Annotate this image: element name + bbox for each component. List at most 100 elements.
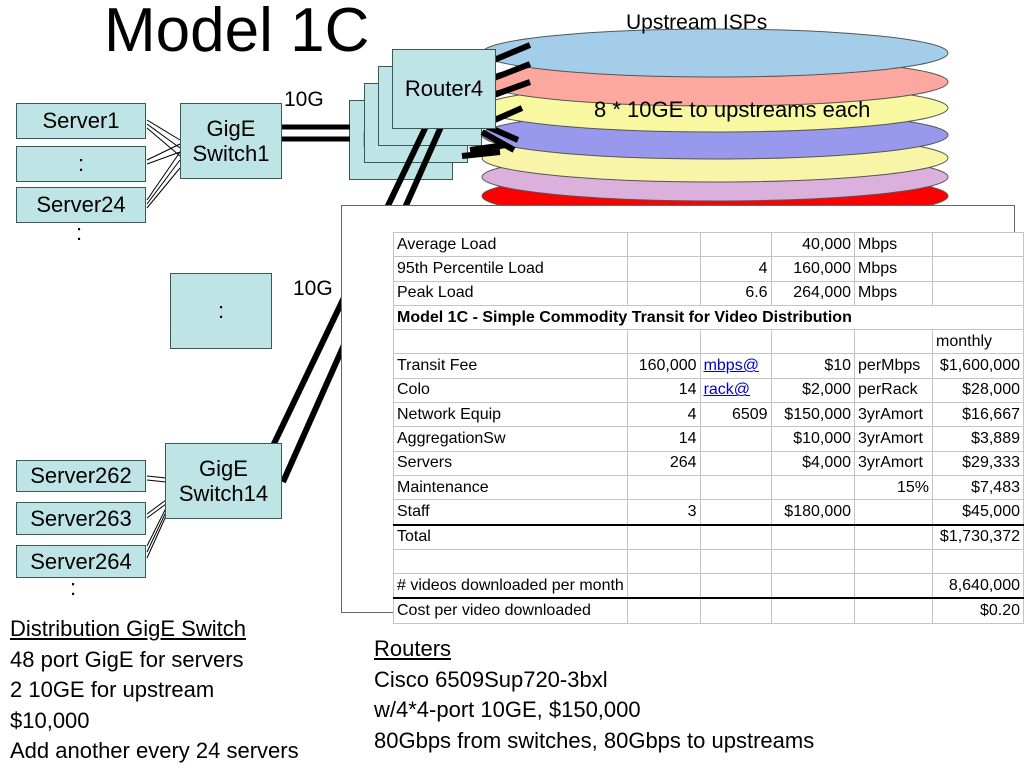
table-cell: perMbps — [854, 353, 933, 379]
table-cell: mbps@ — [699, 353, 772, 379]
trunk-switch1 — [282, 124, 350, 142]
table-cell: 14 — [626, 426, 701, 452]
table-cell — [770, 329, 856, 355]
table-cell — [770, 548, 856, 575]
table-cell: 160,000 — [626, 353, 701, 379]
table-cell — [626, 280, 701, 306]
server-24[interactable]: Server24 — [16, 187, 146, 223]
switch-notes-line: 2 10GE for upstream — [10, 677, 215, 702]
table-cell: Colo — [393, 377, 628, 404]
table-cell: $1,730,372 — [932, 523, 1024, 550]
gige-switch-14[interactable]: GigE Switch14 — [165, 443, 282, 519]
table-row: monthly — [393, 329, 1024, 355]
table-cell — [932, 256, 1024, 282]
switch-notes-line: Add another every 24 servers — [10, 738, 299, 763]
table-cell — [626, 523, 701, 550]
table-cell: $4,000 — [770, 450, 856, 476]
switch-placeholder-label: : — [217, 298, 225, 324]
table-cell: 3yrAmort — [854, 450, 933, 476]
server-264[interactable]: Server264 — [16, 545, 146, 578]
table-cell: Staff — [393, 499, 628, 526]
table-cell: Mbps — [854, 231, 933, 258]
table-cell — [626, 474, 701, 501]
table-cell — [699, 548, 772, 575]
router-4-label: Router4 — [404, 76, 484, 102]
upstream-note: 8 * 10GE to upstreams each — [594, 97, 871, 122]
table-cell: 4 — [699, 256, 772, 282]
server-placeholder[interactable]: : — [16, 146, 146, 182]
table-cell: $2,000 — [770, 377, 856, 404]
table-cell — [854, 329, 933, 355]
link-label-mid: 10G — [293, 277, 333, 300]
table-cell: 8,640,000 — [932, 573, 1024, 599]
table-cell: rack@ — [699, 377, 772, 404]
table-cell: 15% — [854, 474, 933, 501]
table-cell: Maintenance — [393, 474, 628, 501]
server-placeholder-label: : — [77, 151, 85, 177]
table-cell: AggregationSw — [393, 426, 628, 452]
switch-notes-line: 48 port GigE for servers — [10, 646, 244, 672]
gige-switch-1[interactable]: GigE Switch1 — [180, 103, 282, 179]
table-cell: Cost per video downloaded — [393, 597, 628, 624]
router-notes-line: 80Gbps from switches, 80Gbps to upstream… — [374, 727, 815, 753]
page-title: Model 1C — [104, 0, 370, 65]
table-cell — [626, 329, 701, 355]
table-cell: $0.20 — [932, 597, 1024, 624]
gige-switch-14-label: GigE Switch14 — [178, 455, 269, 506]
table-cell: 6.6 — [699, 280, 772, 306]
table-cell — [854, 573, 933, 599]
table-cell: 6509 — [699, 402, 772, 428]
router-notes: Routers Cisco 6509Sup720-3bxl w/4*4-port… — [374, 634, 814, 756]
table-cell: Servers — [393, 450, 628, 476]
table-cell — [770, 597, 856, 624]
switch-notes-line: $10,000 — [10, 707, 90, 733]
router-4[interactable]: Router4 — [392, 49, 496, 129]
table-cell: Average Load — [393, 231, 628, 258]
server-262[interactable]: Server262 — [16, 460, 146, 492]
table-cell — [626, 597, 701, 624]
table-cell: monthly — [932, 329, 1024, 355]
table-row: Cost per video downloaded $0.20 — [393, 597, 1024, 624]
table-cell — [626, 573, 701, 599]
table-cell — [932, 548, 1024, 575]
server-264-label: Server264 — [30, 548, 132, 574]
table-cell — [626, 256, 701, 282]
server-263[interactable]: Server263 — [16, 502, 146, 535]
table-cell — [932, 280, 1024, 306]
table-cell: 3yrAmort — [854, 402, 933, 428]
switch-placeholder[interactable]: : — [170, 273, 272, 349]
table-cell — [932, 231, 1024, 258]
table-cell: $1,600,000 — [932, 353, 1024, 379]
server-1-label: Server1 — [42, 108, 120, 134]
table-cell — [626, 548, 701, 575]
server-263-label: Server263 — [30, 505, 132, 531]
table-cell: 264,000 — [770, 280, 856, 306]
table-cell: $45,000 — [932, 499, 1024, 526]
server-1[interactable]: Server1 — [16, 103, 146, 139]
table-cell — [699, 231, 772, 258]
table-cell — [770, 474, 856, 501]
table-cell: $10 — [770, 353, 856, 379]
server-links-bottom — [146, 475, 167, 559]
link-label-top: 10G — [284, 88, 324, 111]
table-cell: 3 — [626, 499, 701, 526]
table-cell: $29,333 — [932, 450, 1024, 476]
table-cell: Mbps — [854, 280, 933, 306]
table-cell: 14 — [626, 377, 701, 404]
table-row — [393, 548, 1024, 575]
table-cell — [393, 329, 628, 355]
table-cell: Total — [393, 523, 628, 550]
table-cell: Network Equip — [393, 402, 628, 428]
table-cell — [699, 523, 772, 550]
table-cell — [699, 474, 772, 501]
server-links-top — [146, 119, 181, 209]
table-cell: $28,000 — [932, 377, 1024, 404]
switch-notes-heading: Distribution GigE Switch — [10, 616, 246, 641]
